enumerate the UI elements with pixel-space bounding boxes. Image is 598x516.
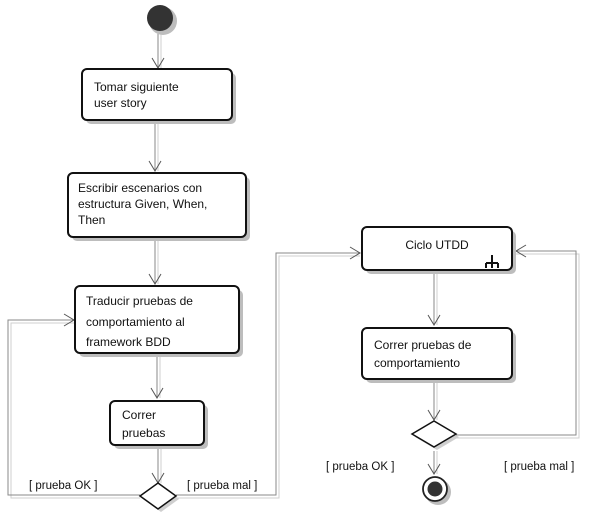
flow-escribir-to-traducir	[148, 237, 162, 285]
flow-ciclo-to-correr-comp	[427, 271, 441, 326]
final-node	[422, 476, 451, 505]
flow-decision2-ok-to-final	[427, 451, 441, 475]
flow-correr-to-decision	[151, 447, 165, 484]
flow-tomar-to-escribir	[148, 119, 162, 172]
flow-traducir-to-correr	[150, 355, 164, 399]
action-traducir-line-2: comportamiento al	[86, 315, 185, 329]
flow-initial-to-tomar	[151, 30, 165, 69]
flows	[7, 30, 580, 499]
action-correr-comp-line-1: Correr pruebas de	[374, 338, 472, 352]
action-traducir-line-1: Traducir pruebas de	[86, 294, 193, 308]
guard-left-prueba-mal: [ prueba mal ]	[187, 480, 257, 492]
rake-icon	[485, 255, 499, 268]
action-escribir-escenarios: Escribir escenarios con estructura Given…	[67, 172, 250, 241]
decision-node-left	[138, 482, 179, 512]
initial-node	[147, 5, 177, 35]
guard-right-prueba-ok: [ prueba OK ]	[326, 461, 394, 473]
action-correr-comp-line-2: comportamiento	[374, 356, 460, 370]
guard-right-prueba-mal: [ prueba mal ]	[504, 461, 574, 473]
flow-correr-comp-to-decision2	[427, 383, 441, 421]
action-traducir-pruebas: Traducir pruebas de comportamiento al fr…	[74, 285, 243, 357]
svg-text:Correr pruebas de compor: Correr pruebas de comportamiento	[374, 338, 475, 370]
action-correr-line-2: pruebas	[122, 426, 165, 440]
action-ciclo-label: Ciclo UTDD	[405, 238, 469, 252]
action-tomar-line-1: Tomar siguiente	[94, 80, 179, 94]
svg-text:Tomar siguiente user sto: Tomar siguiente user story	[94, 80, 182, 110]
action-escribir-line-1: Escribir escenarios con	[78, 181, 202, 195]
guard-left-prueba-ok: [ prueba OK ]	[29, 480, 97, 492]
flow-decision-mal-to-ciclo	[176, 246, 361, 499]
svg-text:Traducir pruebas de comp: Traducir pruebas de comportamiento al fr…	[86, 294, 196, 349]
action-escribir-line-3: Then	[78, 213, 105, 227]
action-escribir-line-2: estructura Given, When,	[78, 197, 207, 211]
action-correr-pruebas: Correr pruebas	[109, 400, 208, 449]
action-tomar-user-story: Tomar siguiente user story	[81, 68, 236, 124]
action-correr-comportamiento: Correr pruebas de comportamiento	[361, 327, 516, 383]
action-tomar-line-2: user story	[94, 96, 147, 110]
svg-text:Correr pruebas: Correr pruebas	[122, 408, 165, 440]
action-ciclo-utdd: Ciclo UTDD	[361, 226, 516, 274]
svg-text:Escribir escenarios con: Escribir escenarios con estructura Given…	[78, 181, 211, 227]
decision-node-right	[410, 420, 459, 450]
action-correr-line-1: Correr	[122, 408, 156, 422]
action-traducir-line-3: framework BDD	[86, 335, 171, 349]
